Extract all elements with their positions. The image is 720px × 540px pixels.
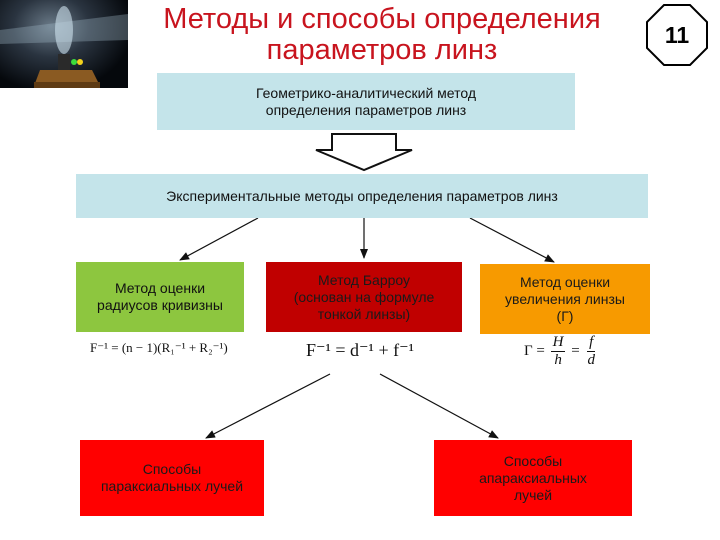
arrow-to-curvature (179, 217, 259, 261)
magnification-formula-lhs: Г = (524, 343, 545, 359)
experimental-line-1: Экспериментальные методы определения пар… (166, 187, 558, 204)
magnification-line-2: увеличения линзы (505, 290, 625, 307)
lens-photo (0, 0, 128, 88)
fraction-h-numerator: H (550, 334, 566, 352)
title-line-2: параметров линз (266, 34, 498, 66)
magnification-formula-eq: = (571, 343, 580, 359)
barrow-line-3: тонкой линзы) (317, 305, 411, 322)
aparaxial-line-3: лучей (513, 486, 553, 503)
fraction-f: f d (585, 334, 597, 369)
geometric-line-2: определения параметров линз (265, 101, 467, 118)
paraxial-line-2: параксиальных лучей (100, 478, 244, 494)
barrow-formula: F⁻¹ = d⁻¹ + f⁻¹ (306, 340, 414, 360)
arrow-to-magnification (469, 217, 555, 263)
arrow-to-aparaxial (379, 373, 499, 439)
magnification-method-box: Метод оценки увеличения линзы (Г) (480, 264, 650, 334)
geometric-method-box: Геометрико-аналитический метод определен… (157, 73, 575, 130)
curvature-formula: F⁻¹ = (n − 1)(R₁⁻¹ + R₂⁻¹) (90, 340, 228, 355)
paraxial-line-1: Способы (142, 461, 202, 477)
slide-number: 11 (664, 22, 690, 48)
magnification-line-1: Метод оценки (519, 273, 611, 290)
aparaxial-ways-box: Способы апараксиальных лучей (434, 440, 632, 516)
magnification-line-3: (Г) (556, 307, 574, 324)
arrow-to-paraxial (205, 373, 331, 439)
fraction-h: H h (550, 334, 566, 369)
paraxial-ways-box: Способы параксиальных лучей (80, 440, 264, 516)
experimental-methods-box: Экспериментальные методы определения пар… (76, 174, 648, 218)
big-down-arrow (315, 133, 413, 172)
fraction-h-denominator: h (554, 352, 562, 368)
curvature-line-2: радиусов кривизны (97, 297, 223, 313)
fraction-f-denominator: d (587, 352, 595, 368)
page-title: Методы и способы определения параметров … (128, 4, 636, 66)
curvature-method-box: Метод оценки радиусов кривизны (76, 262, 244, 332)
fraction-f-numerator: f (587, 334, 596, 352)
magnification-formula: Г = H h = f d (524, 334, 599, 369)
slide-number-badge: 11 (646, 4, 708, 66)
curvature-line-1: Метод оценки (114, 280, 206, 296)
barrow-line-2: (основан на формуле (293, 288, 435, 305)
aparaxial-line-2: апараксиальных (479, 469, 587, 486)
barrow-method-box: Метод Барроу (основан на формуле тонкой … (266, 262, 462, 332)
geometric-line-1: Геометрико-аналитический метод (255, 84, 477, 101)
title-line-1: Методы и способы определения (163, 3, 601, 35)
aparaxial-line-1: Способы (503, 452, 563, 469)
barrow-line-1: Метод Барроу (317, 271, 411, 288)
